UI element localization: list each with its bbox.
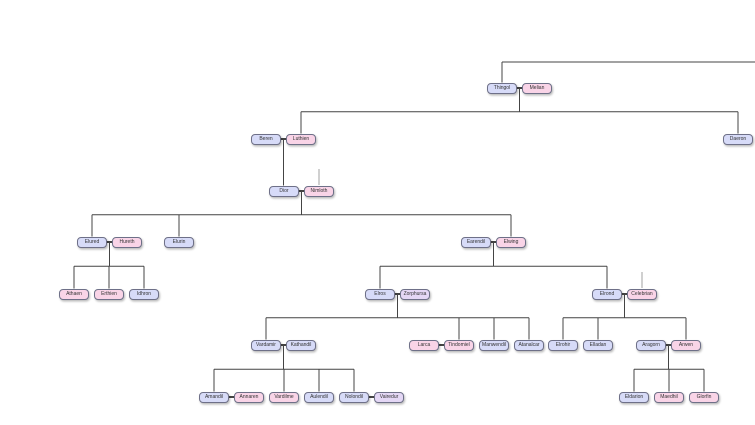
person-aulendil[interactable]: Aulendil xyxy=(304,391,334,403)
person-thingol[interactable]: Thingol xyxy=(487,82,517,94)
person-maedhil[interactable]: Maedhil xyxy=(654,391,684,403)
person-atanalcar[interactable]: Atanalcar xyxy=(514,339,544,351)
person-elrond[interactable]: Elrond xyxy=(592,288,622,300)
person-daeron[interactable]: Daeron xyxy=(723,133,753,145)
person-annaren[interactable]: Annaren xyxy=(234,391,264,403)
person-dior[interactable]: Dior xyxy=(269,185,299,197)
person-tindomiel[interactable]: Tindomiel xyxy=(444,339,474,351)
person-vairedur[interactable]: Vairedur xyxy=(374,391,404,403)
person-beren[interactable]: Beren xyxy=(251,133,281,145)
person-aragorn[interactable]: Aragorn xyxy=(636,339,666,351)
person-amandil[interactable]: Amandil xyxy=(199,391,229,403)
person-elros[interactable]: Elros xyxy=(365,288,395,300)
person-nolondil[interactable]: Nolondil xyxy=(339,391,369,403)
person-earendil[interactable]: Earendil xyxy=(461,236,491,248)
person-celebrian[interactable]: Celebrian xyxy=(627,288,657,300)
person-melian[interactable]: Melian xyxy=(522,82,552,94)
person-arwen[interactable]: Arwen xyxy=(671,339,701,351)
person-elrohir[interactable]: Elrohir xyxy=(548,339,578,351)
person-eldarion[interactable]: Eldarion xyxy=(619,391,649,403)
person-elured[interactable]: Elured xyxy=(77,236,107,248)
person-nimloth[interactable]: Nimloth xyxy=(304,185,334,197)
person-idhron[interactable]: Idhron xyxy=(129,288,159,300)
person-elurin[interactable]: Elurin xyxy=(164,236,194,248)
person-kathandil[interactable]: Kathandil xyxy=(286,339,316,351)
person-zorphursa[interactable]: Zorphursa xyxy=(400,288,430,300)
person-larca[interactable]: Larca xyxy=(409,339,439,351)
person-glorfin[interactable]: Glorfin xyxy=(689,391,719,403)
person-manwendil[interactable]: Manwendil xyxy=(479,339,509,351)
person-hureth[interactable]: Hureth xyxy=(112,236,142,248)
person-luthien[interactable]: Luthien xyxy=(286,133,316,145)
person-athaen[interactable]: Athaen xyxy=(59,288,89,300)
person-vardamir[interactable]: Vardamir xyxy=(251,339,281,351)
person-erthien[interactable]: Erthien xyxy=(94,288,124,300)
person-vardilme[interactable]: Vardilme xyxy=(269,391,299,403)
person-elladan[interactable]: Elladan xyxy=(583,339,613,351)
person-elwing[interactable]: Elwing xyxy=(496,236,526,248)
